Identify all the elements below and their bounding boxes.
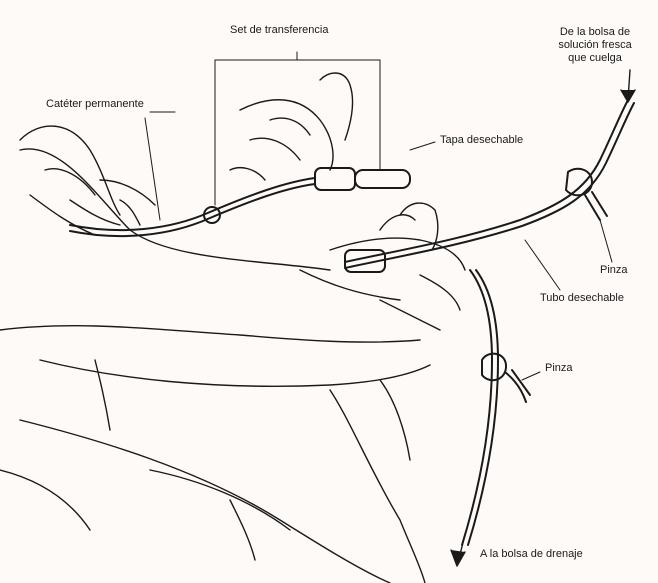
transfer-set-tube [70,168,410,236]
label-bolsa-solucion-line-3: que cuelga [540,52,650,65]
torso-drawing [0,149,430,583]
center-hands-drawing [230,73,465,330]
label-pinza-inferior: Pinza [545,362,573,375]
label-bolsa-solucion: De la bolsa de solución fresca que cuelg… [540,26,650,65]
drain-tube [462,270,530,545]
label-tubo-desechable: Tubo desechable [540,292,624,305]
label-tapa-desechable: Tapa desechable [440,134,523,147]
label-cateter-permanente: Catéter permanente [46,98,144,111]
left-hand-drawing [20,126,155,235]
label-pinza-superior: Pinza [600,264,628,277]
label-bolsa-solucion-line-2: solución fresca [540,39,650,52]
label-bolsa-solucion-line-1: De la bolsa de [540,26,650,39]
fresh-bag-arrow [621,70,635,102]
label-bolsa-drenaje: A la bolsa de drenaje [480,548,583,561]
label-set-transferencia: Set de transferencia [230,24,328,37]
disposable-tube [345,100,634,272]
